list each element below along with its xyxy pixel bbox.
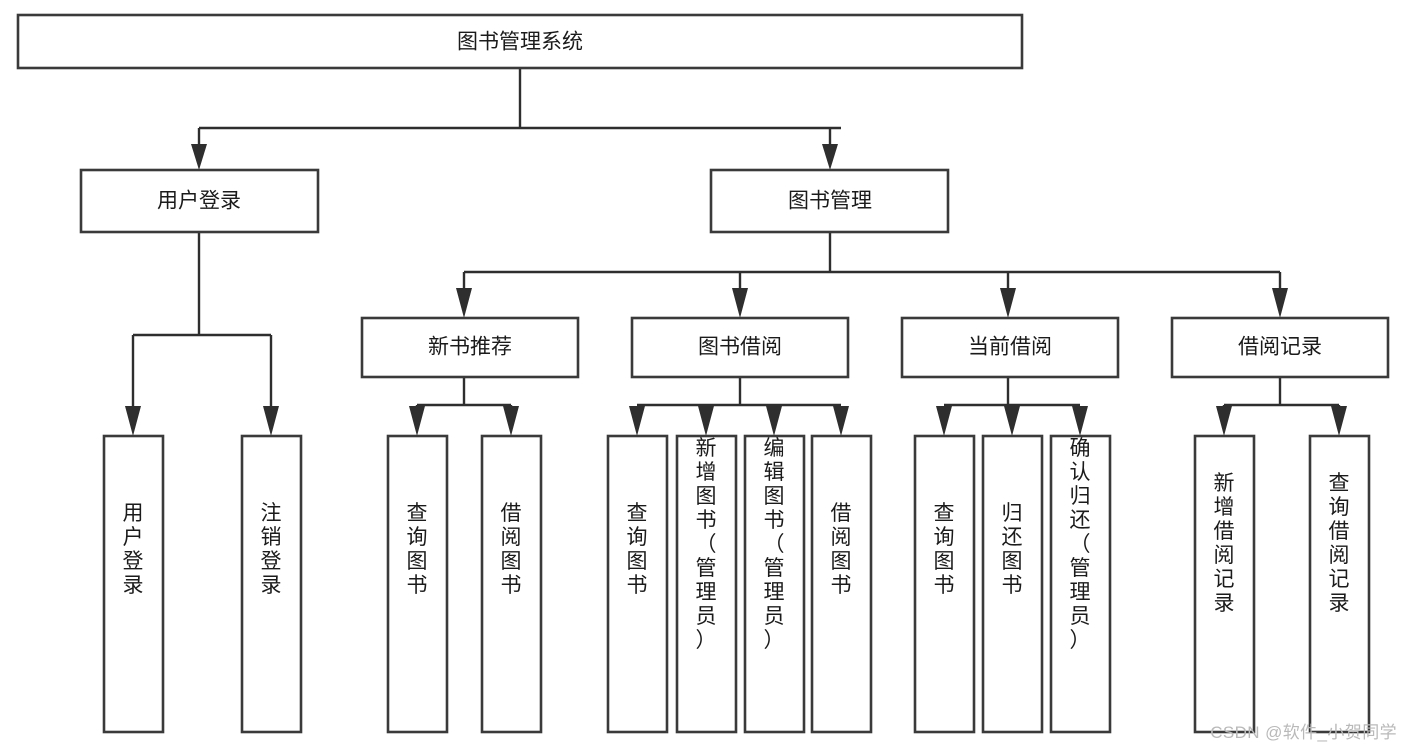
edge-group-record-to-leaves: [1216, 377, 1347, 436]
leaf-node-query-book-current[interactable]: 查询图书: [913, 434, 976, 734]
arrow-to-leaf-borrow-book-1: [503, 406, 519, 436]
leaf-node-logout-label: 注销登录: [261, 502, 282, 597]
arrow-to-user-login: [191, 144, 207, 170]
leaf-node-user-login-label: 用户登录: [123, 502, 144, 597]
edge-group-recommend-to-leaves: [409, 377, 519, 436]
leaf-node-query-book-recommend-label: 查询图书: [407, 502, 428, 597]
leaf-node-query-book-borrow[interactable]: 查询图书: [606, 434, 669, 734]
arrow-to-leaf-query-record: [1331, 406, 1347, 436]
node-borrow-record-box[interactable]: [1170, 316, 1390, 379]
edge-group-root-to-level2: [191, 68, 841, 170]
csdn-watermark: CSDN @软件_小贺同学: [1210, 723, 1397, 742]
leaf-node-edit-book-admin-box[interactable]: [743, 434, 806, 734]
leaf-node-query-book-current-box[interactable]: [913, 434, 976, 734]
leaf-node-borrow-book[interactable]: 借阅图书: [810, 434, 873, 734]
node-borrow-record-label: 借阅记录: [1238, 336, 1322, 359]
leaf-node-borrow-book-recommend-label: 借阅图书: [501, 502, 522, 597]
leaf-node-user-login-box[interactable]: [102, 434, 165, 734]
arrow-to-leaf-query-book-3: [936, 406, 952, 436]
node-book-borrow[interactable]: 图书借阅: [630, 316, 850, 379]
arrow-to-leaf-logout: [263, 406, 279, 436]
leaf-node-borrow-book-box[interactable]: [810, 434, 873, 734]
leaf-node-query-borrow-record-label: 查询借阅记录: [1329, 472, 1350, 615]
leaf-node-confirm-return-admin-box[interactable]: [1049, 434, 1112, 734]
leaf-node-query-book-borrow-label: 查询图书: [627, 502, 648, 597]
leaf-node-borrow-book-recommend-box[interactable]: [480, 434, 543, 734]
leaf-node-add-borrow-record-box[interactable]: [1193, 434, 1256, 734]
leaf-node-query-borrow-record-box[interactable]: [1308, 434, 1371, 734]
node-current-borrow-box[interactable]: [900, 316, 1120, 379]
leaf-node-query-book-current-label: 查询图书: [934, 502, 955, 597]
leaf-node-add-borrow-record[interactable]: 新增借阅记录: [1193, 434, 1256, 734]
leaf-node-borrow-book-recommend[interactable]: 借阅图书: [480, 434, 543, 734]
node-root-system-label: 图书管理系统: [457, 31, 583, 54]
node-root-system[interactable]: 图书管理系统: [16, 13, 1024, 70]
arrow-to-new-book-recommend: [456, 288, 472, 318]
arrow-to-borrow-record: [1272, 288, 1288, 318]
arrow-to-leaf-add-record: [1216, 406, 1232, 436]
leaf-node-return-book-box[interactable]: [981, 434, 1044, 734]
leaf-node-edit-book-admin[interactable]: 编辑图书（管理员）: [743, 434, 806, 734]
node-root-system-box[interactable]: [16, 13, 1024, 70]
node-book-management-box[interactable]: [709, 168, 950, 234]
node-book-management-label: 图书管理: [788, 190, 872, 213]
node-current-borrow[interactable]: 当前借阅: [900, 316, 1120, 379]
leaf-node-return-book-label: 归还图书: [1002, 502, 1023, 597]
edge-group-current-to-leaves: [936, 377, 1088, 436]
leaf-node-return-book[interactable]: 归还图书: [981, 434, 1044, 734]
arrow-to-leaf-add-book: [698, 406, 714, 436]
node-book-borrow-label: 图书借阅: [698, 336, 782, 359]
arrow-to-leaf-user-login: [125, 406, 141, 436]
leaf-node-query-book-recommend-box[interactable]: [386, 434, 449, 734]
leaf-node-add-borrow-record-label: 新增借阅记录: [1214, 472, 1235, 615]
arrow-to-leaf-edit-book: [766, 406, 782, 436]
arrow-to-book-management: [822, 144, 838, 170]
node-new-book-recommend-label: 新书推荐: [428, 336, 512, 359]
edge-group-booksmgmt-to-level3: [456, 232, 1288, 318]
leaf-node-user-login[interactable]: 用户登录: [102, 434, 165, 734]
leaf-node-borrow-book-label: 借阅图书: [831, 502, 852, 597]
arrow-to-leaf-query-book-2: [629, 406, 645, 436]
node-new-book-recommend-box[interactable]: [360, 316, 580, 379]
leaf-node-add-book-admin-label: 新增图书（管理员）: [696, 437, 717, 652]
node-user-login-label: 用户登录: [157, 190, 241, 213]
leaf-node-query-book-borrow-box[interactable]: [606, 434, 669, 734]
arrow-to-leaf-return-book: [1004, 406, 1020, 436]
leaf-node-edit-book-admin-label: 编辑图书（管理员）: [764, 437, 785, 652]
arrow-to-leaf-confirm-return: [1072, 406, 1088, 436]
arrow-to-leaf-query-book-1: [409, 406, 425, 436]
node-book-management[interactable]: 图书管理: [709, 168, 950, 234]
leaf-node-add-book-admin[interactable]: 新增图书（管理员）: [675, 434, 738, 734]
leaf-node-confirm-return-admin-label: 确认归还（管理员）: [1070, 437, 1091, 652]
leaf-node-add-book-admin-box[interactable]: [675, 434, 738, 734]
node-user-login-box[interactable]: [79, 168, 320, 234]
node-user-login[interactable]: 用户登录: [79, 168, 320, 234]
leaf-node-query-borrow-record[interactable]: 查询借阅记录: [1308, 434, 1371, 734]
node-new-book-recommend[interactable]: 新书推荐: [360, 316, 580, 379]
arrow-to-book-borrow: [732, 288, 748, 318]
leaf-node-logout[interactable]: 注销登录: [240, 434, 303, 734]
node-current-borrow-label: 当前借阅: [968, 336, 1052, 359]
node-book-borrow-box[interactable]: [630, 316, 850, 379]
node-borrow-record[interactable]: 借阅记录: [1170, 316, 1390, 379]
arrow-to-current-borrow: [1000, 288, 1016, 318]
leaf-node-confirm-return-admin[interactable]: 确认归还（管理员）: [1049, 434, 1112, 734]
edge-group-borrow-to-leaves: [629, 377, 849, 436]
leaf-node-logout-box[interactable]: [240, 434, 303, 734]
arrow-to-leaf-borrow-book-2: [833, 406, 849, 436]
edge-group-userlogin-to-leaves: [125, 232, 279, 436]
leaf-node-query-book-recommend[interactable]: 查询图书: [386, 434, 449, 734]
